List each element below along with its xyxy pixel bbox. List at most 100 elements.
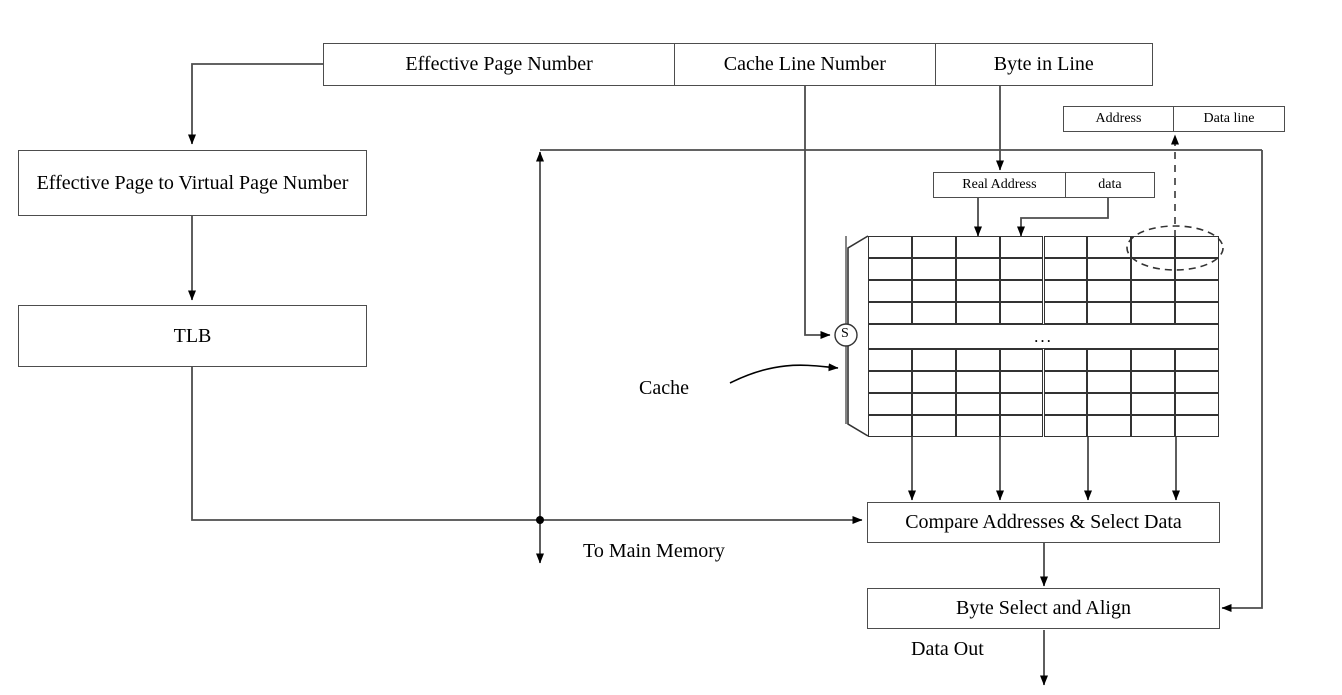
cache-cell — [1131, 302, 1176, 324]
to-main-memory-label: To Main Memory — [583, 540, 725, 562]
cache-cell — [1087, 302, 1132, 324]
cache-cell — [999, 236, 1044, 258]
cache-cell — [868, 236, 912, 258]
cache-cell — [955, 371, 1000, 393]
cache-cell — [1043, 393, 1088, 415]
cache-cell — [955, 258, 1000, 280]
effective-to-virtual-page-block[interactable]: Effective Page to Virtual Page Number — [18, 150, 367, 216]
cache-cell — [1087, 371, 1132, 393]
cache-array-ellipsis-row: ... — [868, 324, 1219, 349]
cache-array-bottom-rows — [868, 349, 1219, 437]
effective-to-virtual-page-label: Effective Page to Virtual Page Number — [36, 172, 349, 194]
arrow-cache-label-pointer — [729, 363, 839, 384]
field-data[interactable]: data — [1098, 177, 1122, 192]
cache-cell — [1043, 280, 1088, 302]
arrow-epn-to-eptovp — [188, 63, 323, 145]
cache-cell — [1087, 280, 1132, 302]
field-byte-in-line[interactable]: Byte in Line — [993, 53, 1094, 75]
tlb-label: TLB — [173, 324, 212, 347]
byte-select-align-label: Byte Select and Align — [956, 597, 1131, 619]
compare-addresses-block[interactable]: Compare Addresses & Select Data — [867, 502, 1220, 543]
field-address[interactable]: Address — [1064, 107, 1174, 131]
cache-cell — [1175, 371, 1219, 393]
cache-cell — [1043, 415, 1088, 437]
cache-cell — [955, 415, 1000, 437]
cache-cell — [1087, 415, 1132, 437]
cache-cell — [911, 371, 956, 393]
cache-cell — [868, 280, 912, 302]
cache-cell — [1131, 415, 1176, 437]
cache-cell — [1175, 236, 1219, 258]
cache-cell — [1043, 371, 1088, 393]
cache-cell — [999, 280, 1044, 302]
cache-cell — [911, 415, 956, 437]
cache-cell — [911, 349, 956, 371]
cache-cell — [1087, 258, 1132, 280]
cache-cell — [1131, 258, 1176, 280]
field-cache-line-number[interactable]: Cache Line Number — [675, 44, 936, 85]
cache-cell — [1131, 349, 1176, 371]
cache-cell — [1043, 258, 1088, 280]
junction-dot — [536, 516, 544, 524]
cache-cell — [868, 393, 912, 415]
cache-cell — [999, 415, 1044, 437]
cache-cell — [955, 349, 1000, 371]
cache-cell — [999, 371, 1044, 393]
cache-cell — [1043, 236, 1088, 258]
cache-cell — [911, 258, 956, 280]
arrow-tlb-to-compare — [191, 367, 863, 524]
cache-cell — [911, 236, 956, 258]
cache-array-top-rows — [868, 236, 1219, 324]
cache-cell — [1175, 349, 1219, 371]
cache-label: Cache — [639, 377, 689, 399]
cache-cell — [999, 393, 1044, 415]
cache-cell — [911, 302, 956, 324]
cache-cell — [911, 280, 956, 302]
cache-cell — [1175, 258, 1219, 280]
cache-array: ... — [868, 236, 1219, 437]
cache-cell — [955, 302, 1000, 324]
arrow-bus-to-byte-select — [1221, 150, 1263, 612]
compare-addresses-label: Compare Addresses & Select Data — [905, 511, 1182, 533]
cache-cell — [1175, 415, 1219, 437]
field-real-address[interactable]: Real Address — [934, 173, 1066, 197]
cache-cell — [868, 415, 912, 437]
cache-cell — [1131, 280, 1176, 302]
cache-cell — [999, 349, 1044, 371]
arrow-cacheline-to-s — [804, 86, 831, 339]
cache-cell — [955, 280, 1000, 302]
data-out-label: Data Out — [911, 638, 984, 660]
cache-cell — [1175, 393, 1219, 415]
main-memory-bus-fields: Address Data line — [1063, 106, 1285, 132]
cache-cell — [1087, 349, 1132, 371]
cache-cell — [1131, 236, 1176, 258]
cache-cell — [1131, 371, 1176, 393]
cache-cell — [868, 302, 912, 324]
cache-cell — [999, 258, 1044, 280]
cache-cell — [868, 349, 912, 371]
cache-cell — [868, 258, 912, 280]
cache-cell — [955, 236, 1000, 258]
cache-cell — [868, 371, 912, 393]
cache-cell — [1087, 236, 1132, 258]
byte-select-align-block[interactable]: Byte Select and Align — [867, 588, 1220, 629]
cache-cell — [1175, 280, 1219, 302]
cache-cell — [1175, 302, 1219, 324]
cache-cell — [1043, 302, 1088, 324]
cache-cell — [955, 393, 1000, 415]
tlb-block[interactable]: TLB — [18, 305, 367, 367]
arrow-data-to-grid — [1017, 198, 1109, 237]
cache-entry-highlight-ellipse — [1126, 225, 1224, 271]
cache-cell — [999, 302, 1044, 324]
cache-cell — [911, 393, 956, 415]
field-data-line[interactable]: Data line — [1203, 111, 1255, 126]
cache-input-fields: Real Address data — [933, 172, 1155, 198]
cache-array-ellipsis: ... — [1034, 326, 1053, 346]
effective-address-fields: Effective Page Number Cache Line Number … — [323, 43, 1153, 86]
cache-cell — [1043, 349, 1088, 371]
cache-cell — [1087, 393, 1132, 415]
cache-select-node-label: S — [841, 326, 849, 341]
field-effective-page-number[interactable]: Effective Page Number — [324, 44, 676, 85]
